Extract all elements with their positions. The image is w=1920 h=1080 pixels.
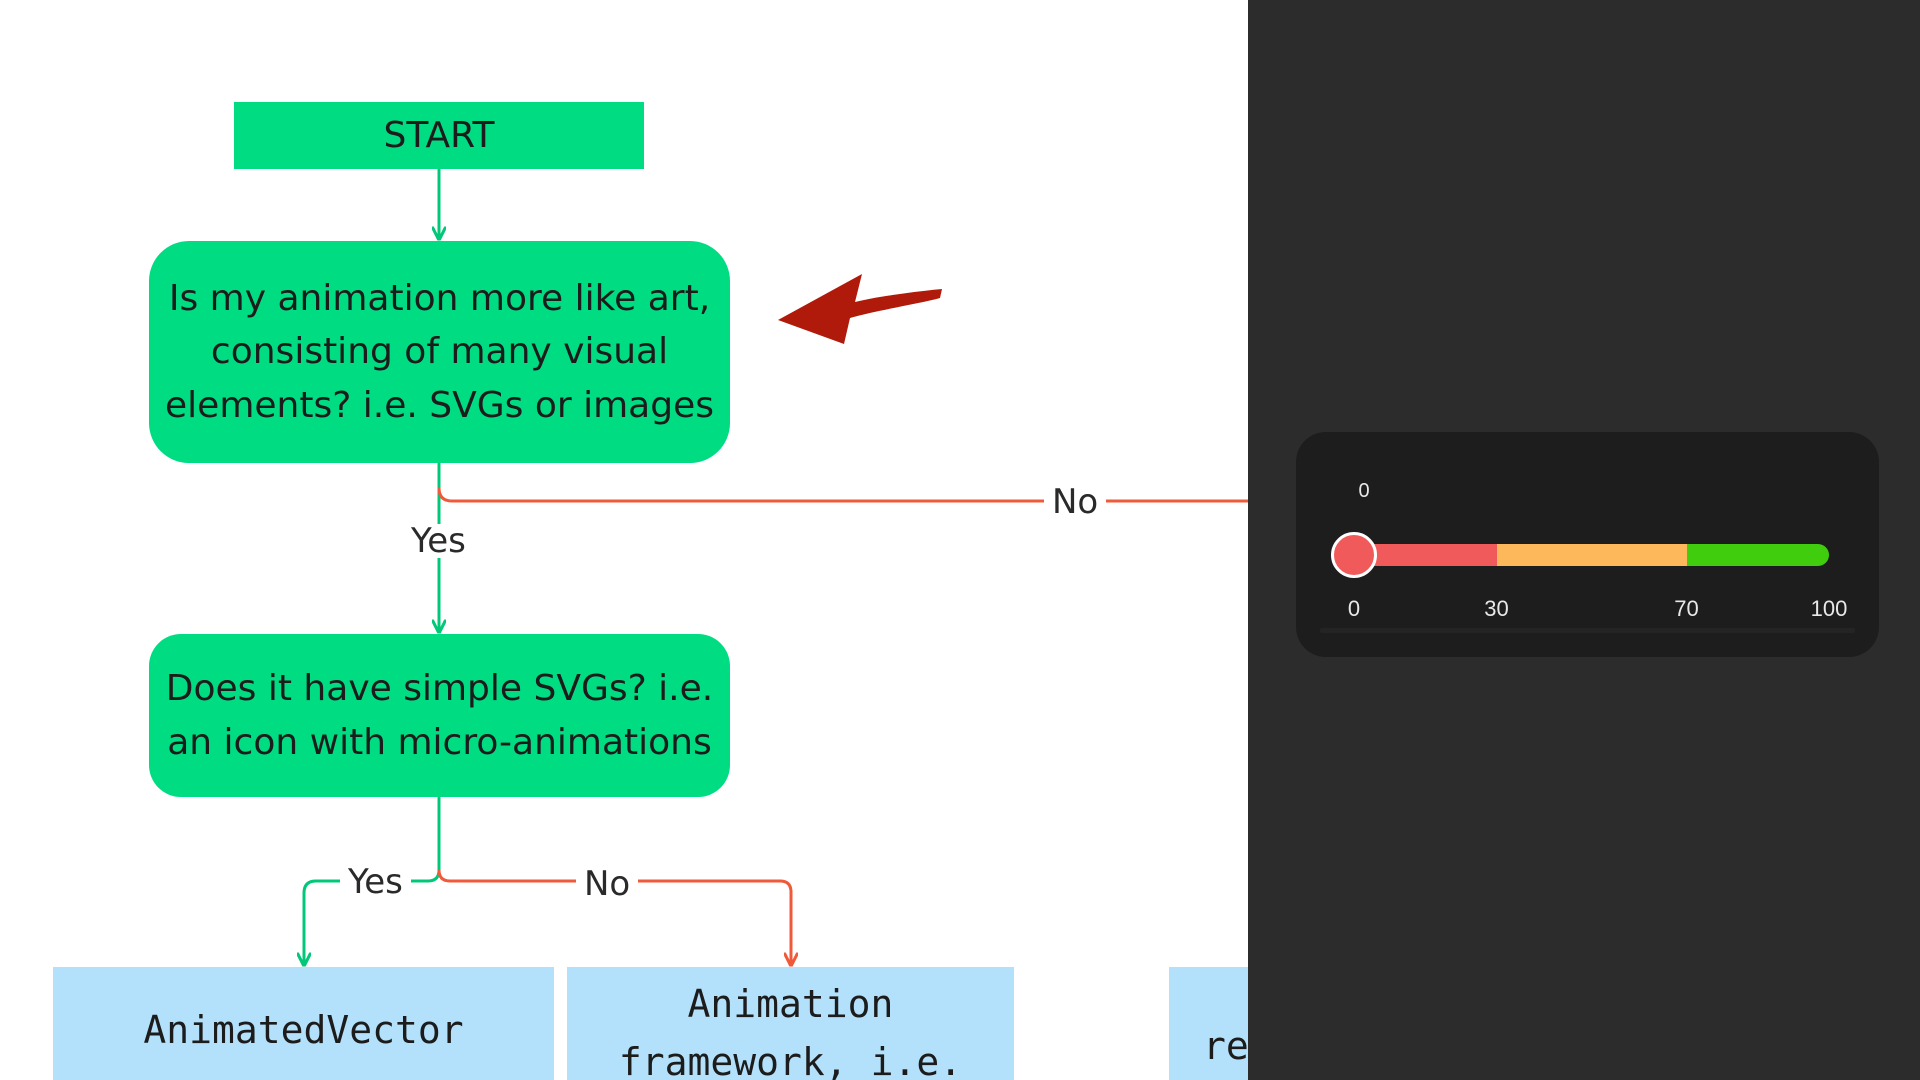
outcome-label: re bbox=[1203, 1024, 1249, 1068]
slider-tick-label: 0 bbox=[1347, 596, 1361, 621]
slider-thumb[interactable] bbox=[1331, 532, 1377, 578]
slider-segment-mid bbox=[1496, 544, 1687, 566]
edge-label-no: No bbox=[1044, 485, 1107, 519]
outcome-label: AnimatedVector bbox=[143, 1008, 464, 1052]
slider-segment-high bbox=[1686, 544, 1829, 566]
dark-overlay-panel: 0 0 30 70 100 bbox=[1248, 0, 1920, 1080]
slider-tick-label: 30 bbox=[1484, 596, 1509, 621]
start-label: START bbox=[383, 115, 495, 156]
card-bottom-shade bbox=[1320, 628, 1855, 633]
outcome-label: framework, i.e. bbox=[618, 1040, 963, 1080]
slider-tick-label: 100 bbox=[1810, 596, 1848, 621]
question-node-art: Is my animation more like art, consistin… bbox=[149, 241, 730, 463]
slider-tick-label: 70 bbox=[1674, 596, 1699, 621]
question-svg-line: Does it have simple SVGs? i.e. bbox=[165, 667, 714, 709]
slider-track[interactable] bbox=[1354, 544, 1829, 566]
edge-label-yes: Yes bbox=[340, 865, 411, 899]
edge-label-yes: Yes bbox=[403, 524, 474, 558]
question-art-line: Is my animation more like art, bbox=[168, 277, 711, 319]
red-arrow-icon bbox=[778, 274, 942, 344]
slider-value-readout: 0 bbox=[1358, 480, 1370, 502]
question-art-line: consisting of many visual bbox=[210, 331, 669, 373]
connector-q2-no bbox=[437, 869, 791, 964]
outcome-animated-vector: AnimatedVector bbox=[53, 967, 554, 1080]
slider-segment-low bbox=[1354, 544, 1497, 566]
start-node: START bbox=[234, 102, 644, 169]
outcome-animation-framework: Animation framework, i.e. bbox=[567, 967, 1014, 1080]
question-art-line: elements? i.e. SVGs or images bbox=[165, 384, 714, 426]
edge-label-no: No bbox=[576, 867, 639, 901]
connector-q1-no bbox=[437, 487, 1250, 503]
outcome-label: Animation bbox=[687, 982, 894, 1026]
question-svg-line: an icon with micro-animations bbox=[167, 721, 712, 763]
question-node-simple-svg: Does it have simple SVGs? i.e. an icon w… bbox=[149, 634, 730, 797]
slider-card: 0 0 30 70 100 bbox=[1296, 432, 1879, 657]
